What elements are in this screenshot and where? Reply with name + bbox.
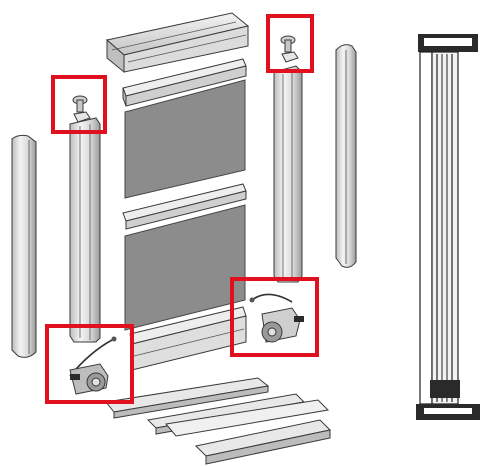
upper-glass-panel [124, 79, 246, 199]
top-guide-screw-right [280, 35, 299, 63]
bottom-track-rails [105, 377, 332, 465]
left-door-stile [69, 117, 101, 343]
highlight-box-top-right [266, 14, 314, 73]
bottom-roller-left [69, 336, 117, 395]
top-guide-screw-left [72, 95, 91, 123]
right-side-profile [335, 44, 357, 268]
left-side-profile [11, 134, 37, 358]
highlight-box-bottom-right [230, 277, 319, 357]
bottom-roller-right [249, 293, 304, 343]
right-door-stile [273, 65, 303, 283]
lower-glass-panel [124, 204, 246, 331]
upper-horizontal-bar [122, 58, 247, 107]
highlight-box-bottom-left [45, 324, 134, 404]
top-track-rail [105, 12, 250, 74]
highlight-box-top-left [51, 75, 107, 134]
lower-horizontal-bar [129, 306, 247, 371]
assembled-door-side-view [416, 34, 480, 420]
middle-horizontal-bar [122, 183, 247, 230]
